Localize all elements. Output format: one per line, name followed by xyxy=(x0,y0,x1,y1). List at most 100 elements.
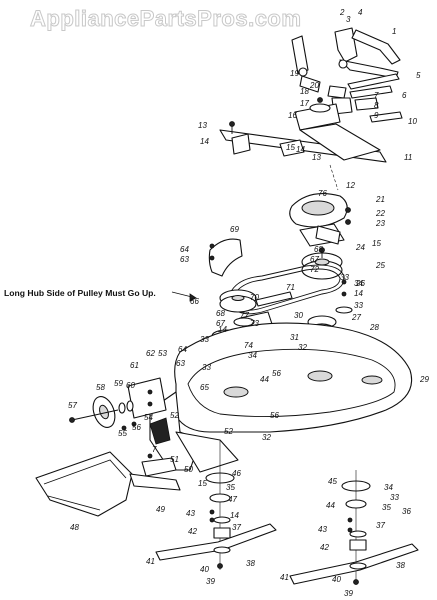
callout-61: 61 xyxy=(130,361,139,370)
callout-14: 14 xyxy=(230,511,239,520)
callout-66: 66 xyxy=(190,297,199,306)
callout-7: 7 xyxy=(152,445,157,454)
callout-15: 15 xyxy=(286,143,295,152)
callout-41: 41 xyxy=(146,557,155,566)
callout-68: 68 xyxy=(216,309,225,318)
callout-63: 63 xyxy=(180,255,189,264)
callout-67: 67 xyxy=(216,319,225,328)
callout-3: 3 xyxy=(346,15,351,24)
callout-59: 59 xyxy=(114,379,123,388)
callout-24: 24 xyxy=(355,243,365,252)
callout-14: 14 xyxy=(200,137,209,146)
callout-39: 39 xyxy=(206,577,215,586)
callout-55: 55 xyxy=(118,429,127,438)
callout-9: 9 xyxy=(374,111,379,120)
callout-4: 4 xyxy=(358,8,363,17)
lift-linkage-assembly xyxy=(219,27,403,191)
right-blade-assembly xyxy=(289,470,419,585)
callout-16: 16 xyxy=(288,111,297,120)
callout-53: 53 xyxy=(158,349,167,358)
callout-37: 37 xyxy=(376,521,385,530)
callout-76: 76 xyxy=(318,189,327,198)
part-number-callouts: 1234567891011121314141516171819201376212… xyxy=(68,8,429,598)
callout-23: 23 xyxy=(375,219,385,228)
callout-73: 73 xyxy=(250,319,259,328)
callout-19: 19 xyxy=(290,69,299,78)
callout-42: 42 xyxy=(320,543,329,552)
callout-74: 74 xyxy=(244,341,253,350)
callout-2: 2 xyxy=(339,8,345,17)
callout-33: 33 xyxy=(340,273,349,282)
callout-49: 49 xyxy=(156,505,165,514)
drive-belt-and-pulleys xyxy=(219,264,353,315)
callout-56: 56 xyxy=(270,411,279,420)
callout-14: 14 xyxy=(354,289,363,298)
callout-6: 6 xyxy=(402,91,407,100)
note-arrow xyxy=(171,291,197,302)
callout-42: 42 xyxy=(188,527,197,536)
callout-40: 40 xyxy=(200,565,209,574)
callout-1: 1 xyxy=(392,27,396,36)
gauge-wheel-assembly xyxy=(69,377,167,431)
callout-17: 17 xyxy=(300,99,309,108)
callout-33: 33 xyxy=(202,363,211,372)
callout-64: 64 xyxy=(178,345,187,354)
callout-34: 34 xyxy=(248,351,257,360)
callout-5: 5 xyxy=(416,71,421,80)
mower-deck xyxy=(149,322,413,473)
callout-62: 62 xyxy=(146,349,155,358)
callout-29: 29 xyxy=(419,375,429,384)
callout-31: 31 xyxy=(290,333,299,342)
callout-56: 56 xyxy=(272,369,281,378)
callout-41: 41 xyxy=(280,573,289,582)
discharge-chute xyxy=(35,451,133,517)
callout-43: 43 xyxy=(318,525,327,534)
callout-44: 44 xyxy=(326,501,335,510)
callout-8: 8 xyxy=(374,101,379,110)
callout-70: 70 xyxy=(250,293,259,302)
callout-72: 72 xyxy=(310,265,319,274)
callout-15: 15 xyxy=(198,479,207,488)
callout-35: 35 xyxy=(226,483,235,492)
callout-63: 63 xyxy=(176,359,185,368)
callout-14: 14 xyxy=(218,325,227,334)
callout-64: 64 xyxy=(180,245,189,254)
callout-52: 52 xyxy=(224,427,233,436)
callout-51: 51 xyxy=(170,455,179,464)
callout-10: 10 xyxy=(408,117,417,126)
watermark-text: AppliancePartsPros.com xyxy=(30,6,301,31)
callout-12: 12 xyxy=(346,181,355,190)
callout-58: 58 xyxy=(96,383,105,392)
callout-38: 38 xyxy=(246,559,255,568)
callout-38: 38 xyxy=(396,561,405,570)
callout-11: 11 xyxy=(404,153,412,162)
callout-40: 40 xyxy=(332,575,341,584)
callout-15: 15 xyxy=(372,239,381,248)
callout-57: 57 xyxy=(68,401,77,410)
callout-47: 47 xyxy=(228,495,237,504)
callout-45: 45 xyxy=(328,477,337,486)
callout-33: 33 xyxy=(390,493,399,502)
callout-26: 26 xyxy=(355,279,365,288)
callout-68: 68 xyxy=(314,245,323,254)
callout-25: 25 xyxy=(375,261,385,270)
callout-30: 30 xyxy=(294,311,303,320)
callout-39: 39 xyxy=(344,589,353,598)
callout-36: 36 xyxy=(402,507,411,516)
idler-assembly xyxy=(208,193,351,280)
callout-20: 20 xyxy=(309,81,319,90)
callout-56: 56 xyxy=(132,423,141,432)
callout-69: 69 xyxy=(230,225,239,234)
callout-43: 43 xyxy=(186,509,195,518)
callout-27: 27 xyxy=(351,313,361,322)
callout-33: 33 xyxy=(354,301,363,310)
callout-50: 50 xyxy=(184,465,193,474)
callout-18: 18 xyxy=(300,87,309,96)
callout-34: 34 xyxy=(384,483,393,492)
callout-32: 32 xyxy=(298,343,307,352)
callout-28: 28 xyxy=(369,323,379,332)
callout-48: 48 xyxy=(70,523,79,532)
callout-60: 60 xyxy=(126,381,135,390)
callout-65: 65 xyxy=(200,383,209,392)
callout-35: 35 xyxy=(382,503,391,512)
